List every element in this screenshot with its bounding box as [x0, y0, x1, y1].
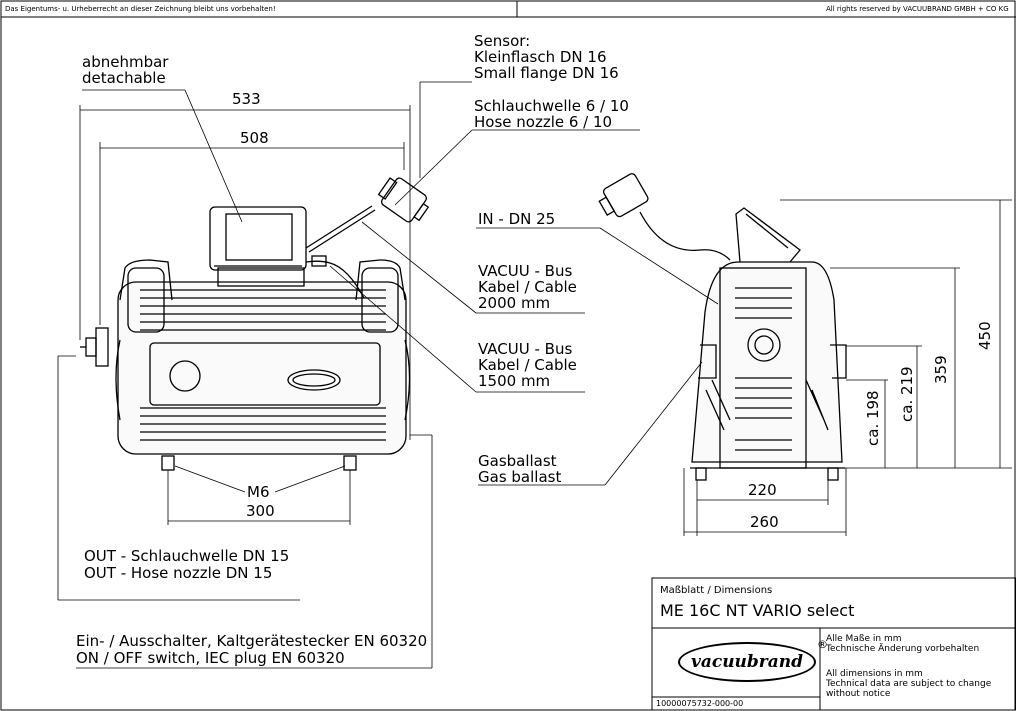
- dim-height-overall: 450: [976, 321, 994, 350]
- note-de-line2: Technische Änderung vorbehalten: [826, 644, 980, 654]
- label-detachable-de: abnehmbar: [82, 53, 169, 71]
- pump-side-view: [598, 173, 847, 481]
- dim-height-198: ca. 198: [864, 390, 882, 446]
- dim-height-219: ca. 219: [898, 366, 916, 422]
- note-en-line3: without notice: [826, 689, 891, 699]
- label-sensor-title: Sensor:: [474, 32, 531, 50]
- pump-front-view: [80, 177, 430, 471]
- dim-depth-feet: 220: [748, 481, 777, 499]
- label-detachable-en: detachable: [82, 69, 166, 87]
- dim-height-body: 359: [932, 355, 950, 384]
- vacuubrand-logo: vacuubrand: [678, 642, 816, 682]
- note-de-line1: Alle Maße in mm: [826, 634, 902, 644]
- leader-lines: [57, 81, 719, 669]
- title-sheet-type: Maßblatt / Dimensions: [660, 585, 773, 596]
- label-bus-2000-line1: VACUU - Bus: [478, 262, 573, 280]
- dim-width-body: 508: [240, 129, 269, 147]
- dim-depth-overall: 260: [750, 513, 779, 531]
- registered-mark: ®: [817, 638, 828, 651]
- label-inlet: IN - DN 25: [478, 210, 556, 228]
- title-model: ME 16C NT VARIO select: [660, 601, 855, 620]
- label-hose-nozzle-de: Schlauchwelle 6 / 10: [474, 97, 629, 115]
- label-bus-1500-line3: 1500 mm: [478, 372, 551, 390]
- note-en-line2: Technical data are subject to change: [826, 679, 992, 689]
- dim-foot-spacing: 300: [246, 502, 275, 520]
- label-switch-de: Ein- / Ausschalter, Kaltgerätestecker EN…: [76, 632, 428, 650]
- label-m6: M6: [247, 483, 270, 501]
- dim-width-overall: 533: [232, 90, 261, 108]
- note-en-line1: All dimensions in mm: [826, 669, 923, 679]
- label-sensor-de: Kleinflasch DN 16: [474, 48, 607, 66]
- label-outlet-de: OUT - Schlauchwelle DN 15: [84, 547, 290, 565]
- label-switch-en: ON / OFF switch, IEC plug EN 60320: [76, 649, 345, 667]
- label-gas-ballast-en: Gas ballast: [478, 468, 562, 486]
- label-sensor-en: Small flange DN 16: [474, 64, 619, 82]
- label-gas-ballast-de: Gasballast: [478, 452, 557, 470]
- label-outlet-en: OUT - Hose nozzle DN 15: [84, 564, 273, 582]
- dimension-lines: [79, 105, 1012, 536]
- copyright-notice-en: All rights reserved by VACUUBRAND GMBH +…: [826, 5, 1009, 13]
- label-bus-1500-line2: Kabel / Cable: [478, 356, 577, 374]
- title-block: [651, 577, 1016, 711]
- copyright-notice-de: Das Eigentums- u. Urheberrecht an dieser…: [5, 5, 276, 13]
- label-bus-2000-line3: 2000 mm: [478, 294, 551, 312]
- label-bus-2000-line2: Kabel / Cable: [478, 278, 577, 296]
- doc-number: 10000075732-000-00: [656, 699, 744, 708]
- label-hose-nozzle-en: Hose nozzle 6 / 10: [474, 113, 613, 131]
- label-bus-1500-line1: VACUU - Bus: [478, 340, 573, 358]
